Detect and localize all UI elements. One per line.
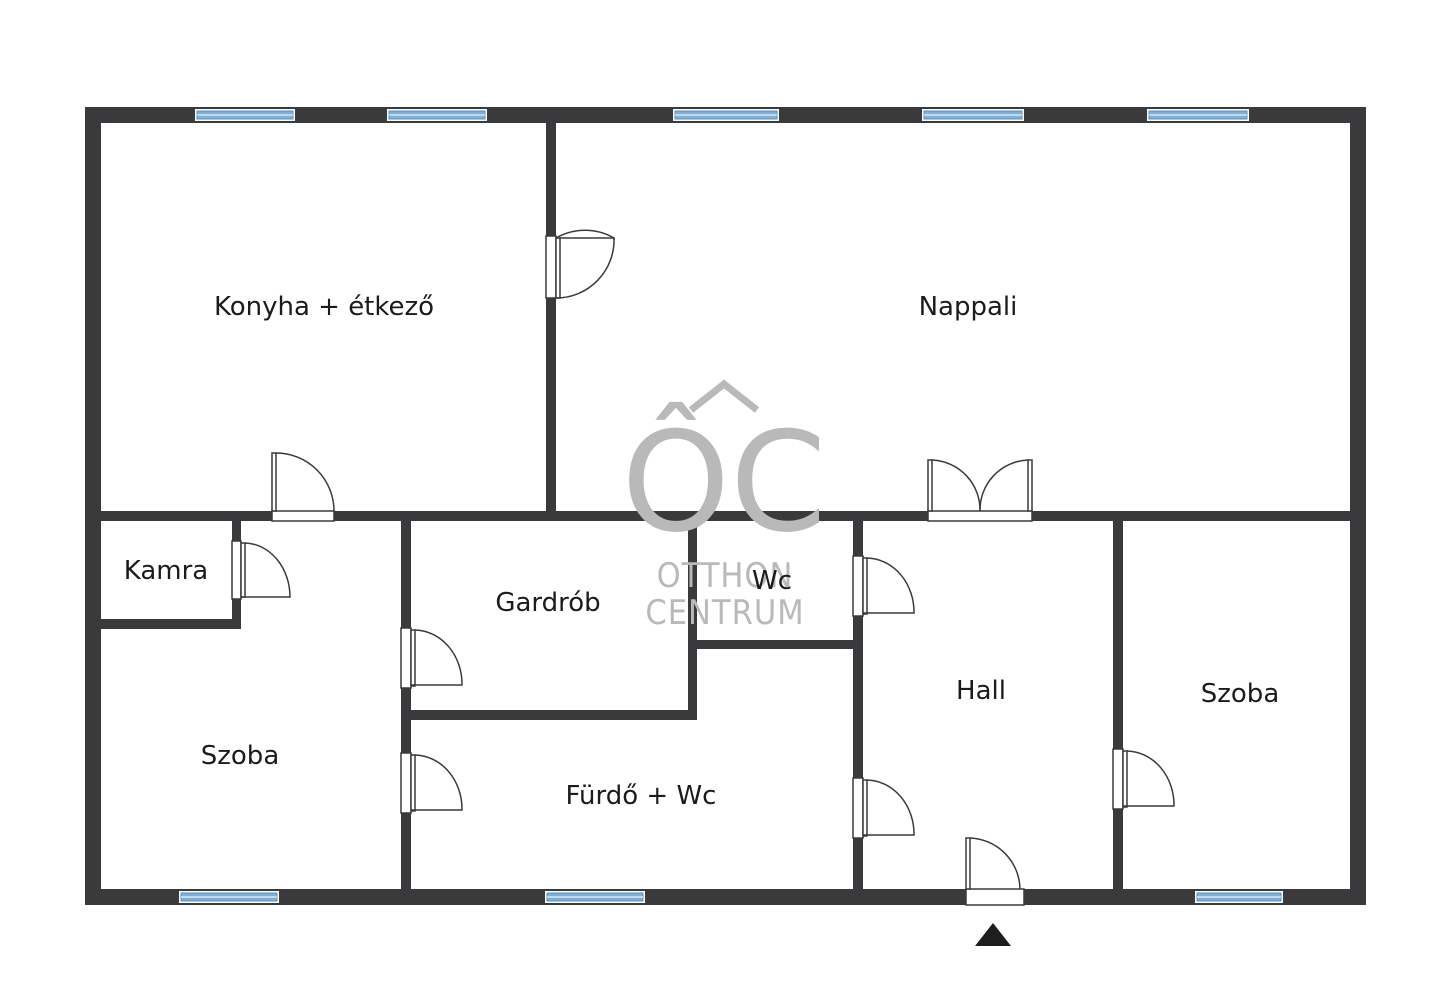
- double-door-icon: [927, 459, 1033, 522]
- room-label-hall: Hall: [956, 676, 1006, 706]
- wall-szoba-left-right: [401, 521, 411, 889]
- wall-kitchen-living: [546, 123, 556, 513]
- room-label-konyha: Konyha + étkező: [214, 292, 434, 322]
- otthon-centrum-logo-icon: ÔC OTTHON CENTRUM: [622, 379, 827, 633]
- windows: [179, 109, 1283, 903]
- window-icon: [387, 109, 487, 121]
- wall-hall-szoba-right: [1113, 521, 1123, 889]
- doors: [231, 229, 1175, 906]
- door-swing-icon: [400, 752, 463, 814]
- window-icon: [673, 109, 779, 121]
- door-swing-icon: [400, 627, 463, 689]
- door-swing-icon: [852, 555, 915, 617]
- window-icon: [1195, 891, 1283, 903]
- door-swing-icon: [545, 229, 615, 299]
- watermark-line2: CENTRUM: [645, 593, 804, 633]
- wall-left: [85, 107, 101, 905]
- wall-right: [1350, 107, 1366, 905]
- room-label-gardrob: Gardrób: [495, 588, 600, 618]
- wall-wc-bottom: [697, 640, 857, 649]
- window-icon: [1147, 109, 1249, 121]
- wall-middle: [101, 511, 1350, 521]
- door-swing-icon: [231, 540, 291, 600]
- door-swing-icon: [852, 777, 915, 839]
- wall-gardrob-bottom: [411, 710, 697, 720]
- room-label-szoba-right: Szoba: [1201, 679, 1280, 709]
- door-swing-icon: [271, 452, 335, 522]
- room-label-kamra: Kamra: [124, 556, 208, 586]
- entrance-arrow-icon: [975, 923, 1011, 946]
- wall-kamra-bottom: [101, 619, 241, 629]
- wall-bottom: [85, 889, 1366, 905]
- door-swing-icon: [1112, 748, 1175, 810]
- watermark-logo: ÔC: [622, 402, 827, 563]
- room-label-szoba-left: Szoba: [201, 741, 280, 771]
- window-icon: [195, 109, 295, 121]
- door-swing-icon: [965, 837, 1025, 906]
- room-label-nappali: Nappali: [919, 292, 1018, 322]
- watermark-line1: OTTHON: [657, 556, 794, 596]
- window-icon: [922, 109, 1024, 121]
- room-label-wc: Wc: [752, 566, 792, 596]
- window-icon: [545, 891, 645, 903]
- window-icon: [179, 891, 279, 903]
- wall-gardrob-wc: [688, 521, 697, 720]
- room-label-furdo: Fürdő + Wc: [566, 781, 717, 811]
- room-labels: Konyha + étkező Nappali Kamra Gardrób Wc…: [124, 292, 1279, 811]
- wall-wc-hall: [853, 521, 863, 889]
